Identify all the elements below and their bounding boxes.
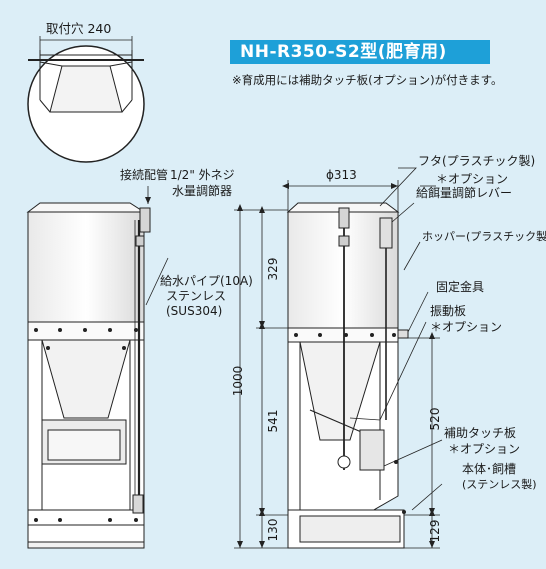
front-view	[26, 202, 151, 549]
supply-pipe-label: 給水パイプ(10A)	[160, 274, 253, 288]
stainless-label: ステンレス	[166, 289, 227, 303]
dimension-lines	[234, 180, 440, 549]
fixing-label: 固定金具	[436, 280, 485, 294]
touch-plate-label: 補助タッチ板	[444, 426, 517, 440]
dim-329: 329	[266, 257, 280, 281]
connection-pipe-label: 接続配管	[120, 168, 169, 182]
water-regulator-label: 水量調節器	[172, 184, 233, 198]
hopper-label: ホッパー(プラスチック製)	[422, 230, 546, 243]
feed-lever-label: 給餌量調節レバー	[416, 186, 513, 200]
note-text: ※育成用には補助タッチ板(オプション)が付きます。	[232, 73, 503, 87]
side-view	[286, 202, 409, 549]
stainless-made-label: (ステンレス製)	[462, 478, 537, 491]
model-title: NH-R350-S2型(肥育用)	[230, 40, 490, 64]
dim-130: 130	[266, 518, 280, 542]
leader-lines	[349, 167, 443, 511]
outer-thread-label: 1/2" 外ネジ	[170, 168, 235, 182]
mount-hole-detail	[27, 45, 145, 163]
vibration-plate-label: 振動板	[430, 304, 467, 318]
dim-1000: 1000	[231, 365, 245, 397]
dim-129: 129	[428, 519, 442, 543]
lid-label: フタ(プラスチック製)	[418, 154, 536, 168]
sus304-label: (SUS304)	[166, 304, 223, 318]
option-label-1: ＊オプション	[436, 172, 509, 186]
mount-hole-label: 取付穴 240	[46, 21, 112, 36]
option-label-2: ＊オプション	[430, 320, 503, 334]
body-trough-label: 本体･飼槽	[462, 462, 517, 476]
dim-diameter: ϕ313	[326, 168, 357, 182]
dim-520: 520	[428, 407, 442, 431]
option-label-3: ＊オプション	[448, 442, 521, 456]
dim-541: 541	[266, 409, 280, 433]
